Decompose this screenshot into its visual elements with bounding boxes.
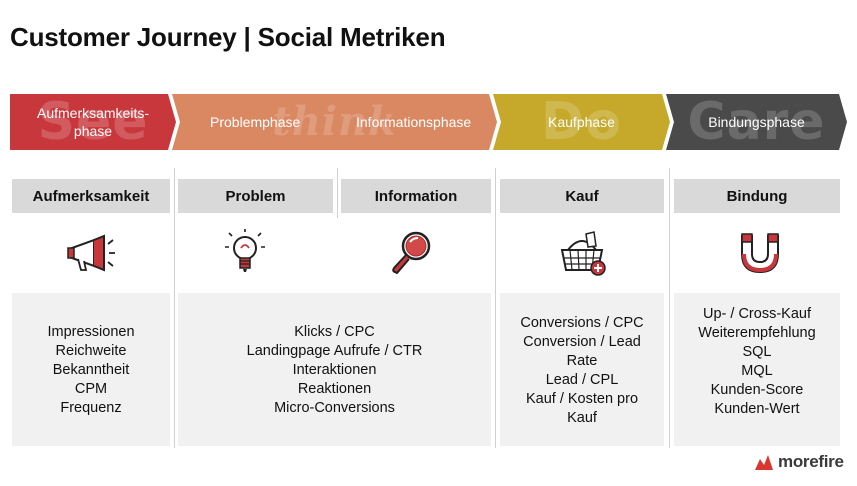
- magnifier-icon: [392, 231, 431, 275]
- phase-label: Aufmerksamkeits- phase: [36, 105, 150, 139]
- metric-item: Reichweite: [55, 343, 127, 359]
- column-header-awareness: Aufmerksamkeit: [12, 179, 170, 213]
- metric-item: Up- / Cross-Kauf: [703, 306, 811, 322]
- column-header-retention: Bindung: [674, 179, 840, 213]
- metric-item: MQL: [741, 363, 773, 379]
- metrics-box-retention: Up- / Cross-Kauf Weiterempfehlung SQL MQ…: [674, 293, 840, 446]
- column-divider: [337, 168, 338, 218]
- phase-label-problem: Problemphase: [210, 114, 301, 130]
- metrics-box-problem-information: Klicks / CPC Landingpage Aufrufe / CTR I…: [178, 293, 491, 446]
- metric-item: CPM: [74, 381, 108, 397]
- metrics-box-awareness: Impressionen Reichweite Bekanntheit CPM …: [12, 293, 170, 446]
- phase-arrow-purchase: Do Kaufphase: [493, 94, 670, 150]
- column-header-purchase: Kauf: [500, 179, 664, 213]
- metric-item: Rate: [566, 353, 598, 369]
- metric-item: Landingpage Aufrufe / CTR: [246, 343, 423, 359]
- column-header-information: Information: [341, 179, 491, 213]
- phase-label-information: Informationsphase: [356, 114, 472, 130]
- shopping-basket-icon: [560, 231, 606, 276]
- metric-item: Frequenz: [60, 400, 122, 416]
- morefire-logo: morefire: [754, 452, 844, 472]
- metric-item: Conversions / CPC: [520, 315, 644, 331]
- phase-arrow-retention: Care Bindungsphase: [666, 94, 847, 150]
- metric-item: Interaktionen: [292, 362, 377, 378]
- logo-text: morefire: [778, 452, 844, 471]
- phase-label: Bindungsphase: [708, 114, 805, 130]
- flame-logo-icon: [755, 455, 773, 470]
- metrics-box-purchase: Conversions / CPC Conversion / Lead Rate…: [500, 293, 664, 446]
- phase-label: Kaufphase: [548, 114, 615, 130]
- metric-item: Micro-Conversions: [274, 400, 395, 416]
- column-header-problem: Problem: [178, 179, 333, 213]
- metric-item: SQL: [742, 344, 772, 360]
- phase-arrow-awareness: See Aufmerksamkeits- phase: [10, 94, 176, 150]
- metric-item: Kunden-Score: [710, 382, 804, 398]
- column-divider: [495, 168, 496, 448]
- phase-arrow-think: think Problemphase Informationsphase: [172, 94, 497, 150]
- metric-item: Kauf / Kosten pro: [525, 391, 639, 407]
- metric-item: Bekanntheit: [52, 362, 130, 378]
- metric-item: Impressionen: [47, 324, 135, 340]
- column-divider: [174, 168, 175, 448]
- metric-item: Conversion / Lead: [523, 334, 641, 350]
- metric-item: Kunden-Wert: [714, 401, 800, 417]
- lightbulb-icon: [225, 229, 265, 272]
- metric-item: Weiterempfehlung: [698, 325, 816, 341]
- metric-item: Kauf: [567, 410, 597, 426]
- page-title: Customer Journey | Social Metriken: [10, 22, 446, 52]
- metric-item: Klicks / CPC: [294, 324, 375, 340]
- column-divider: [669, 168, 670, 448]
- metric-item: Reaktionen: [297, 381, 372, 397]
- megaphone-icon: [67, 234, 115, 272]
- metric-item: Lead / CPL: [545, 372, 619, 388]
- magnet-icon: [741, 233, 779, 274]
